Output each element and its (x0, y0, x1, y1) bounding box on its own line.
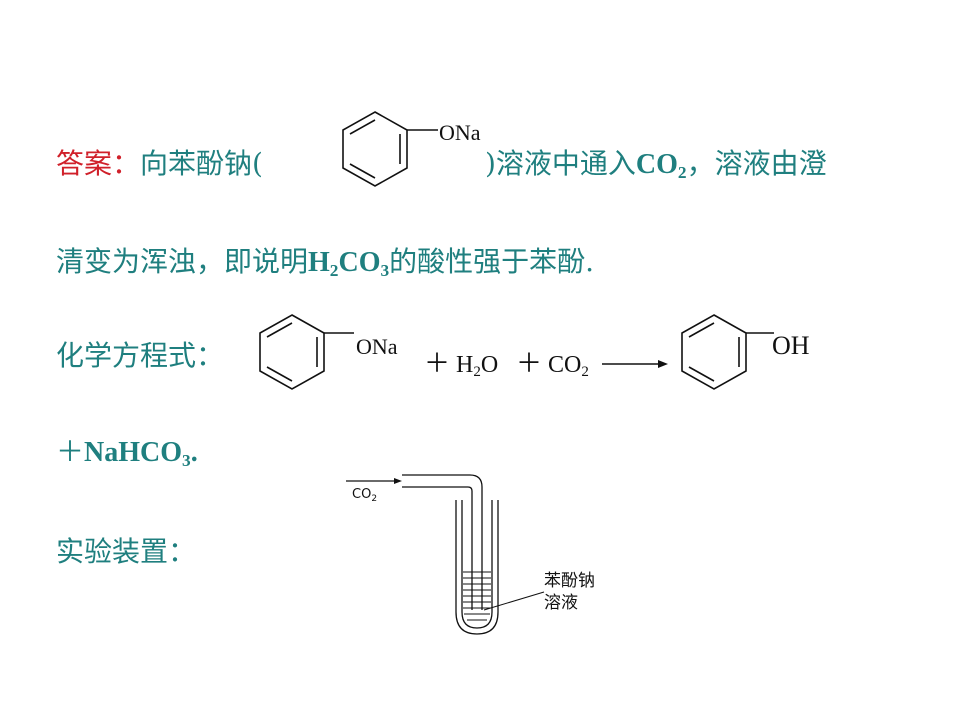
answer-text-c: ，溶液由澄 (686, 147, 827, 180)
answer-line-1: 答案：向苯酚钠( )溶液中通入CO2，溶液由澄 (56, 146, 827, 183)
line2-text-b: 的酸性强于苯酚. (389, 245, 595, 278)
plus-2: ＋ (516, 349, 542, 378)
chemical-equation: ONa ＋ H2O ＋ CO2 OH (259, 314, 810, 390)
oh-label: OH (772, 331, 810, 360)
plus-1: ＋ (424, 349, 450, 378)
leader-line (483, 591, 545, 611)
equation-continuation: ＋NaHCO3. (56, 434, 198, 471)
ona-label-2: ONa (356, 334, 398, 359)
equation-label: 化学方程式： (56, 339, 225, 372)
co2-formula: CO2 (635, 149, 687, 182)
solution-label-1: 苯酚钠 (544, 571, 595, 591)
solution-label-2: 溶液 (544, 593, 578, 613)
sodium-phenoxide-structure-1: ONa (342, 111, 481, 187)
answer-text-b: )溶液中通入 (484, 147, 636, 180)
answer-line-2: 清变为浑浊，即说明H2CO3的酸性强于苯酚. (56, 244, 594, 281)
apparatus-label: 实验装置： (56, 535, 197, 568)
nahco3-formula: NaHCO3. (84, 437, 198, 470)
delivery-tube (402, 474, 483, 610)
plus-sign: ＋ (56, 435, 85, 468)
solution-liquid (463, 571, 491, 621)
answer-text-a: 向苯酚钠( (140, 147, 263, 180)
line2-text-a: 清变为浑浊，即说明 (56, 245, 309, 278)
water-formula: H2O (456, 352, 498, 380)
answer-label: 答案： (56, 147, 141, 180)
co2-gas-label: CO2 (352, 487, 377, 504)
apparatus-diagram: CO2 苯酚钠 溶液 (346, 474, 595, 635)
test-tube (461, 500, 493, 629)
h2co3-formula: H2CO3 (308, 247, 390, 280)
reaction-arrow (602, 360, 668, 368)
co2-equation: CO2 (548, 352, 589, 380)
ona-label: ONa (439, 120, 481, 145)
